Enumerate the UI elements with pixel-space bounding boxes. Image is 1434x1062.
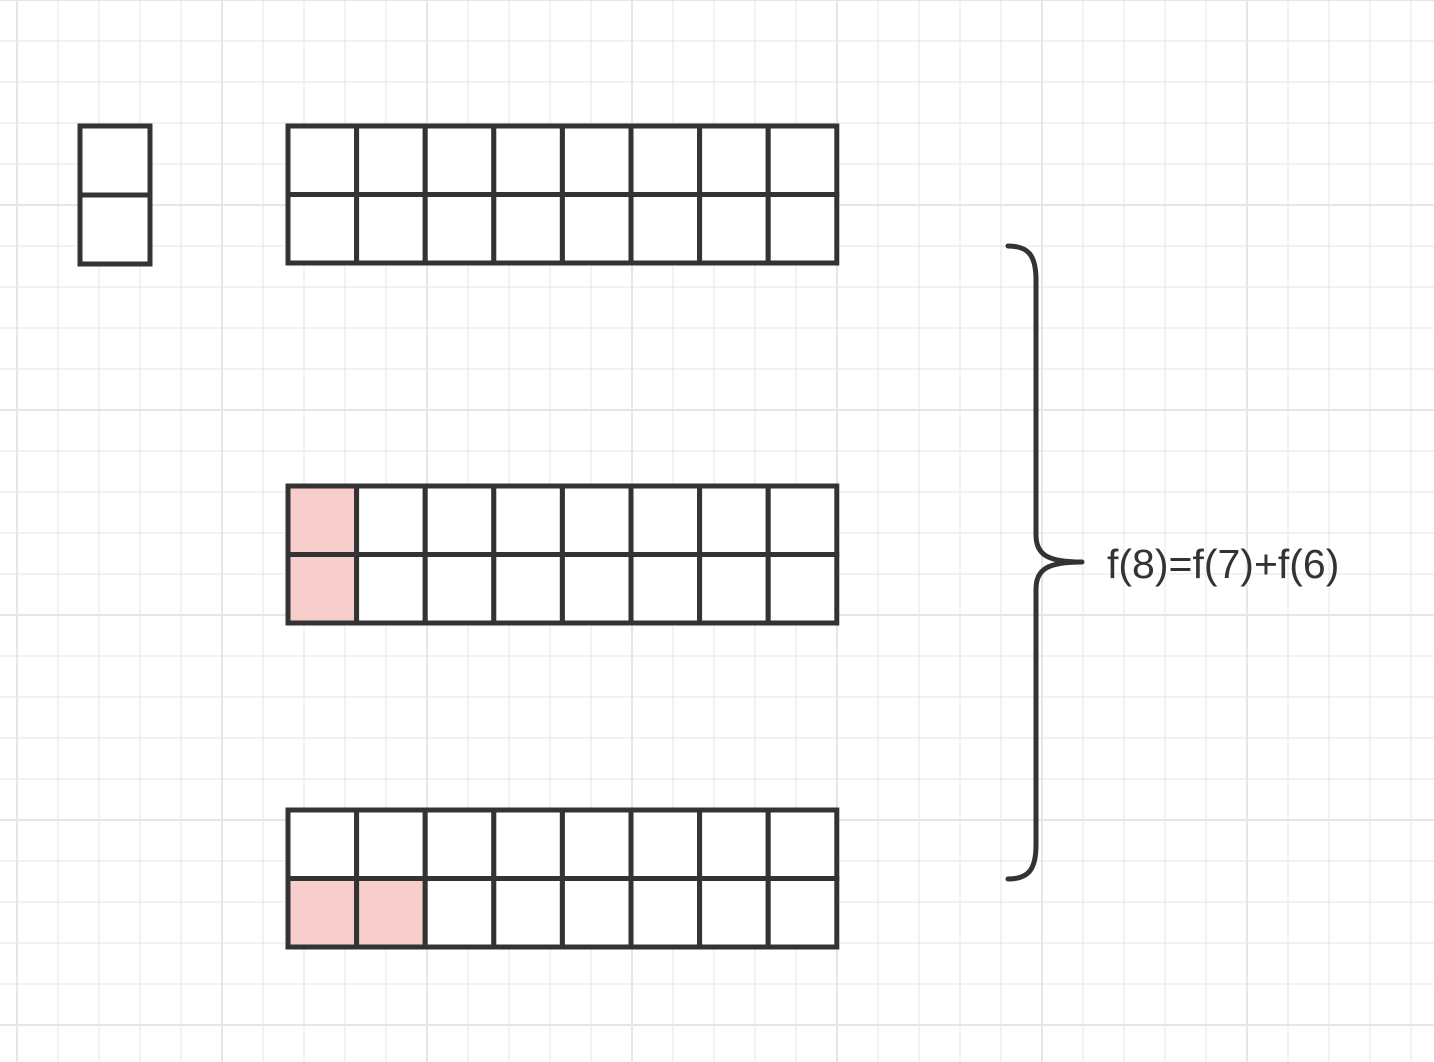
board-cell — [354, 807, 428, 881]
board-cell — [491, 552, 565, 626]
highlighted-cell — [285, 552, 360, 626]
highlighted-cell — [285, 483, 360, 557]
board-cell — [765, 552, 840, 626]
board-cell — [422, 123, 497, 197]
board-cell — [491, 123, 565, 197]
board-cell — [559, 123, 634, 197]
board-cell — [285, 123, 360, 197]
board-cell — [697, 483, 771, 557]
board-cell — [628, 123, 703, 197]
board-cell — [354, 552, 428, 626]
board-cell — [491, 876, 565, 950]
board-cell — [697, 876, 771, 950]
board-cell — [628, 807, 703, 881]
board-cell — [697, 123, 771, 197]
board-cell — [422, 876, 497, 950]
board-cell — [765, 123, 840, 197]
board-cell — [559, 876, 634, 950]
board-cell — [77, 192, 153, 267]
board-cell — [422, 807, 497, 881]
board-cell — [491, 807, 565, 881]
right-curly-brace — [1005, 243, 1085, 882]
board-cell — [422, 192, 497, 266]
board-cell — [491, 192, 565, 266]
board-horizontal-domino-case — [285, 807, 840, 950]
board-cell — [559, 552, 634, 626]
board-cell — [628, 552, 703, 626]
board-cell — [77, 123, 153, 198]
board-cell — [628, 192, 703, 266]
board-cell — [765, 483, 840, 557]
board-cell — [354, 123, 428, 197]
board-cell — [559, 807, 634, 881]
board-cell — [765, 192, 840, 266]
board-cell — [765, 876, 840, 950]
board-cell — [628, 876, 703, 950]
recurrence-formula: f(8)=f(7)+f(6) — [1107, 541, 1339, 587]
board-cell — [697, 807, 771, 881]
board-cell — [285, 192, 360, 266]
board-cell — [354, 483, 428, 557]
board-cell — [765, 807, 840, 881]
board-cell — [559, 483, 634, 557]
board-cell — [491, 483, 565, 557]
single-domino-tile — [77, 123, 153, 267]
highlighted-cell — [285, 876, 360, 950]
board-cell — [354, 192, 428, 266]
board-cell — [697, 192, 771, 266]
board-cell — [422, 552, 497, 626]
highlighted-cell — [354, 876, 428, 950]
board-cell — [628, 483, 703, 557]
board-cell — [697, 552, 771, 626]
board-vertical-domino-case — [285, 483, 840, 626]
board-cell — [559, 192, 634, 266]
board-cell — [285, 807, 360, 881]
board-empty — [285, 123, 840, 266]
board-cell — [422, 483, 497, 557]
